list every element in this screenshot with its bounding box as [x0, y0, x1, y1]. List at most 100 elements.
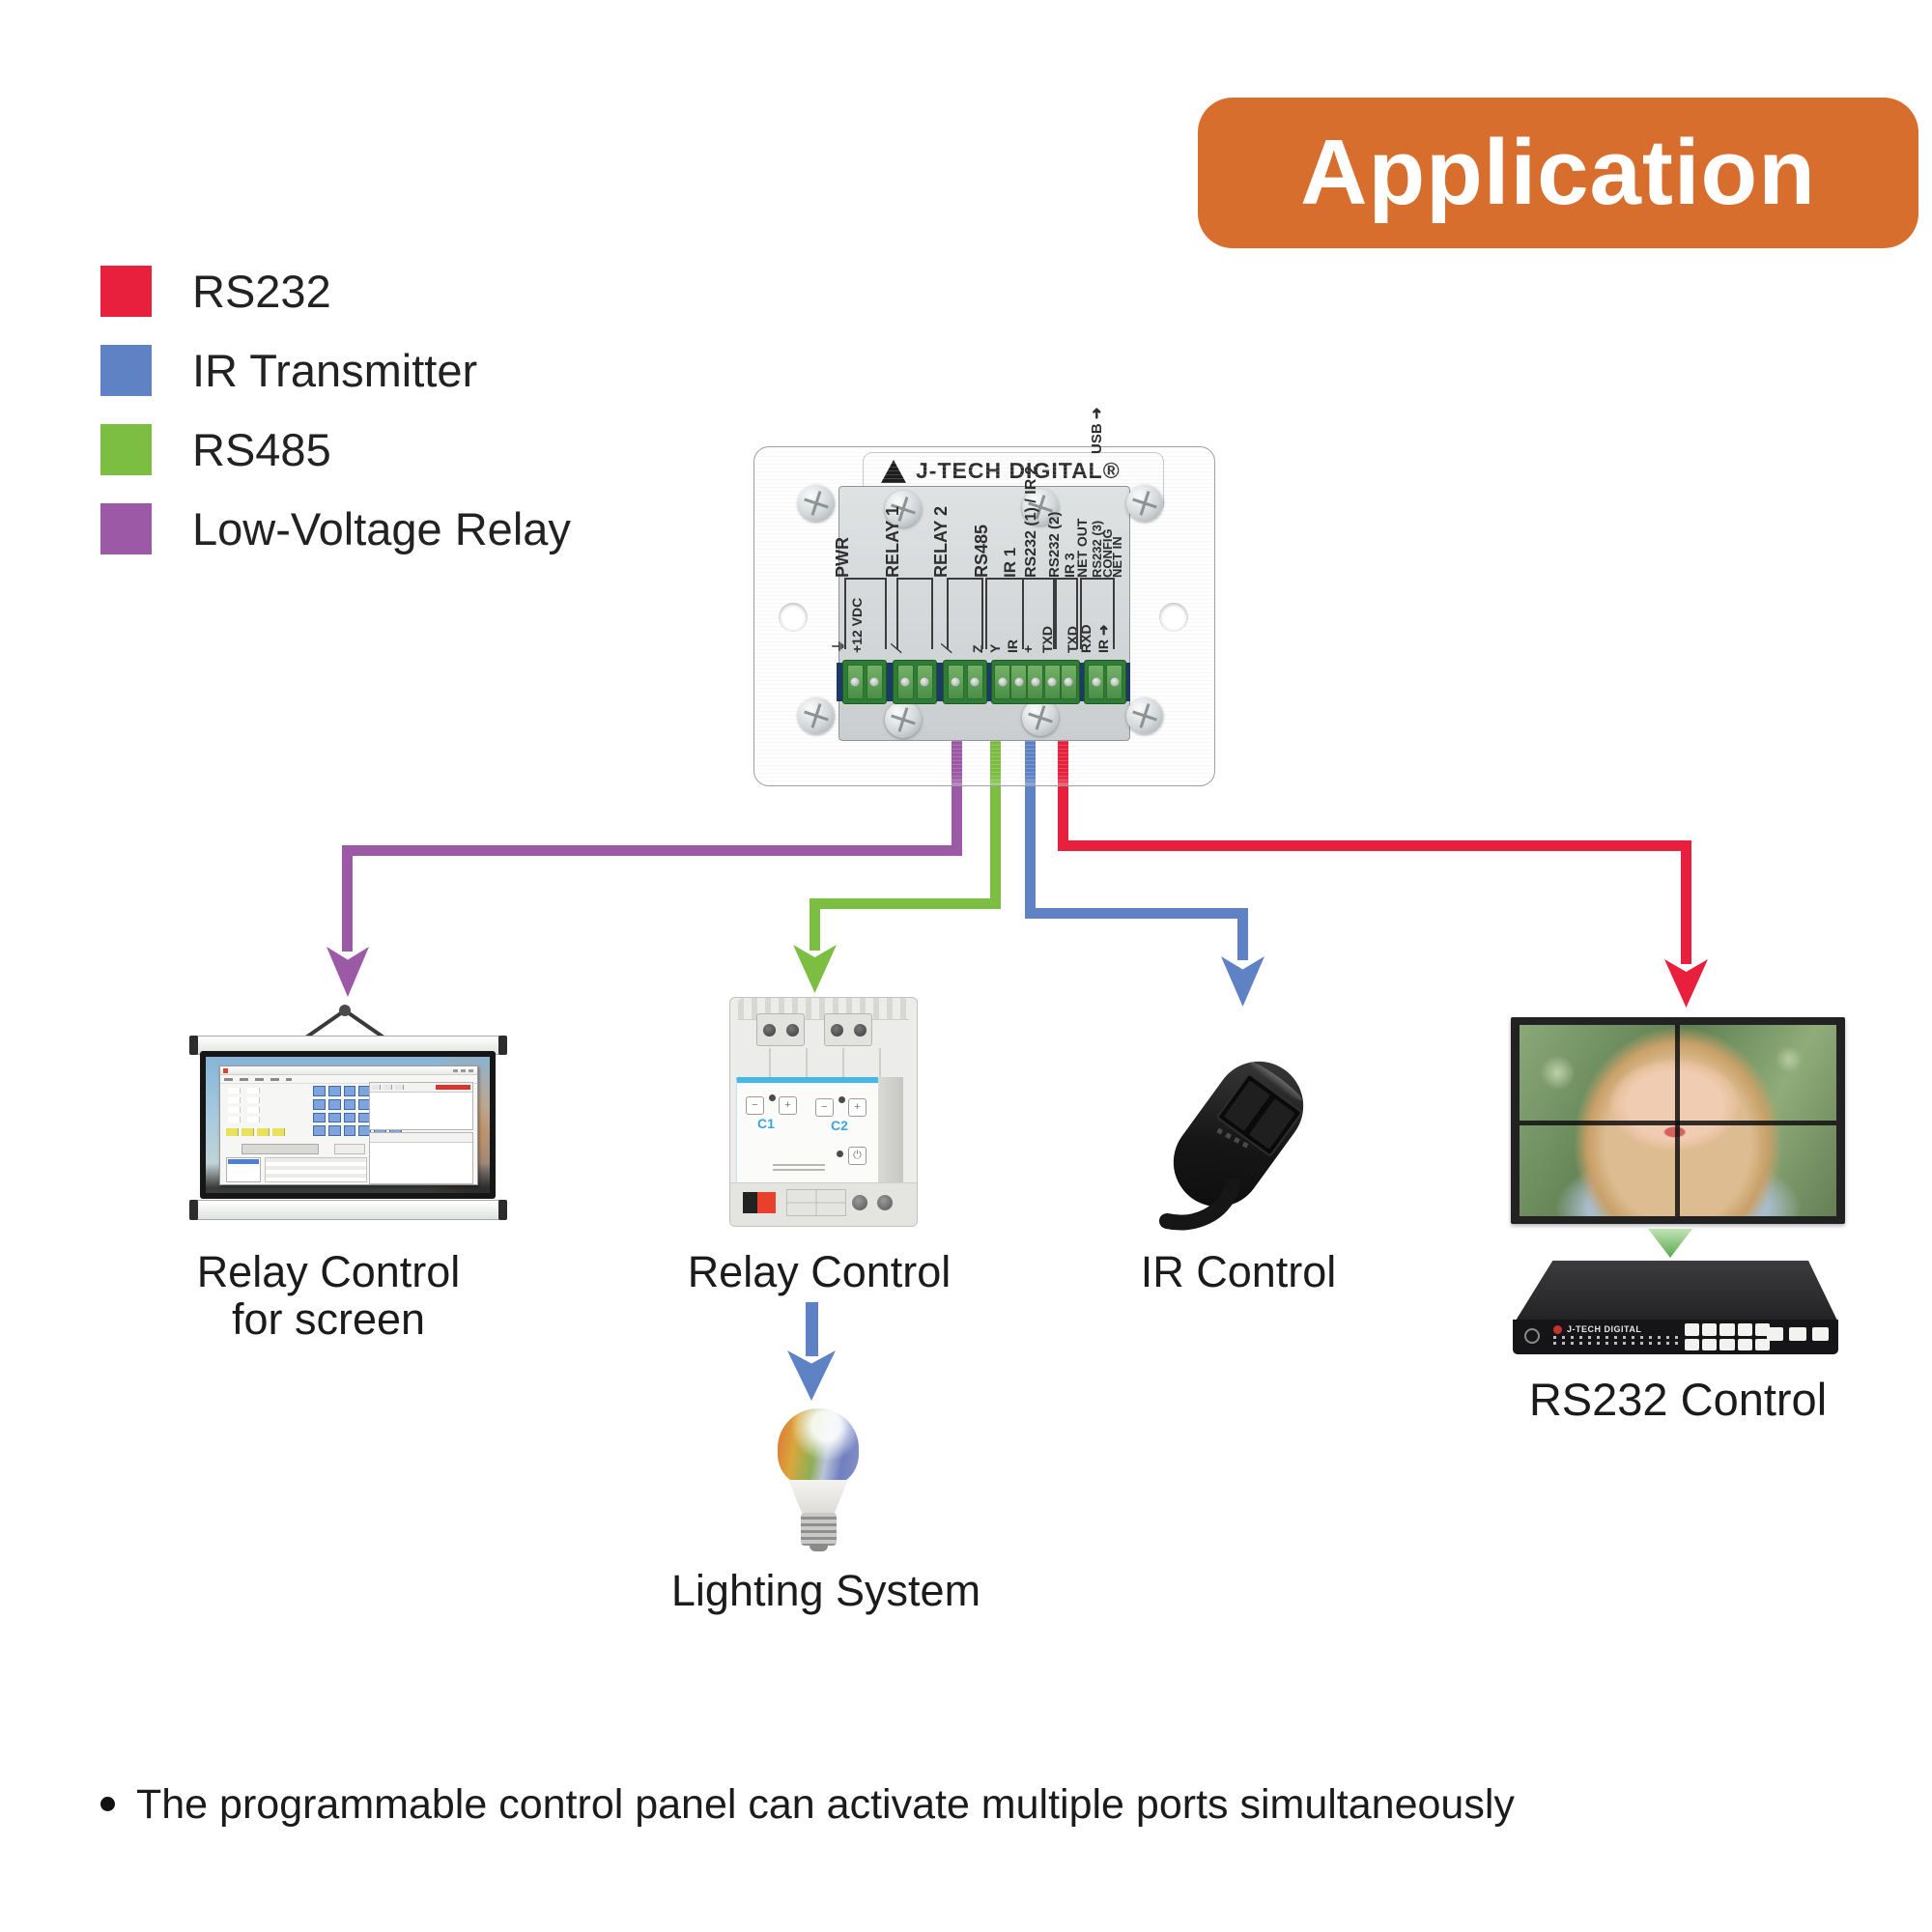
legend-swatch-icon [100, 265, 152, 317]
switch-button [1685, 1323, 1700, 1336]
relay-wire [952, 681, 962, 856]
mini-button [313, 1086, 326, 1096]
ir-arrowhead-icon [1221, 956, 1264, 1007]
screw-icon [885, 491, 922, 527]
terminal-pin [866, 665, 883, 699]
port-bracket [985, 578, 1024, 649]
legend-item: IR Transmitter [100, 344, 571, 396]
terminal-pin [994, 665, 1011, 699]
projector-screen [200, 1051, 496, 1199]
yellow-buttons-row [226, 1128, 288, 1136]
switch-button [1811, 1327, 1829, 1341]
bulb-screw-base [801, 1513, 837, 1546]
matrix-switch: J-TECH DIGITAL [1513, 1320, 1838, 1354]
legend-label: RS232 [192, 265, 331, 317]
mini-button [313, 1125, 326, 1136]
terminal-pin [1060, 665, 1077, 699]
mini-button [343, 1098, 356, 1110]
mini-button [343, 1125, 356, 1136]
switch-button [1702, 1338, 1718, 1350]
label-relay-control: Relay Control [687, 1247, 952, 1296]
channel-1-label: C1 [757, 1116, 775, 1131]
window-menubar [220, 1075, 477, 1084]
mini-button [358, 1125, 372, 1136]
mini-button [327, 1086, 341, 1096]
mini-button [343, 1112, 356, 1123]
smart-bulb [778, 1408, 859, 1488]
din-side [878, 1077, 903, 1187]
switch-button [1702, 1323, 1718, 1336]
mounting-hole [779, 603, 808, 632]
terminal-pin [896, 665, 914, 699]
rs485-wire [810, 898, 1001, 909]
mini-button [327, 1098, 341, 1110]
port-header: PWR [833, 537, 852, 578]
mini-button [327, 1125, 341, 1136]
terminal-pin [966, 665, 983, 699]
mini-button [313, 1098, 326, 1110]
ir-wire [1025, 681, 1036, 919]
terminal-pin [846, 665, 864, 699]
mini-button [343, 1086, 356, 1096]
legend-item: RS485 [100, 423, 571, 475]
screw-icon [852, 1195, 867, 1210]
log-panel-2 [369, 1132, 473, 1184]
bus-connector [743, 1192, 776, 1213]
port-header: USB ➜ [1088, 407, 1105, 454]
application-banner: Application [1198, 98, 1918, 248]
legend-label: IR Transmitter [192, 344, 478, 396]
minus-button: − [815, 1098, 834, 1117]
port-bracket [1055, 578, 1078, 649]
switch-button [1719, 1323, 1735, 1336]
screw-icon [1126, 697, 1163, 734]
switch-button [1789, 1327, 1806, 1341]
plus-button: + [779, 1096, 797, 1115]
legend-item: Low-Voltage Relay [100, 502, 571, 554]
screw-icon [798, 485, 835, 522]
list-box [226, 1157, 261, 1182]
din-bottom-section [730, 1182, 917, 1226]
port-bracket [1080, 578, 1115, 649]
terminal-pin [947, 665, 964, 699]
terminal-pin [1088, 665, 1104, 699]
ir-cable [1159, 1179, 1240, 1231]
plus-button: + [848, 1098, 867, 1117]
port-header: RELAY 2 [931, 505, 951, 578]
din-slots [734, 1048, 913, 1077]
settings-form [265, 1157, 367, 1182]
rs485-arrowhead-icon [793, 945, 837, 993]
switch-button [1719, 1338, 1735, 1350]
din-terminal [824, 1013, 872, 1046]
channel-2-label: C2 [831, 1118, 848, 1133]
relay-arrowhead-icon [327, 947, 369, 997]
switch-button [1737, 1338, 1752, 1350]
rs232-wire [1058, 681, 1068, 851]
rs232-wire [1058, 840, 1691, 851]
terminal-pin [1027, 665, 1044, 699]
terminal-block [842, 660, 887, 704]
legend-swatch-icon [100, 502, 152, 554]
label-ir-control: IR Control [1140, 1247, 1337, 1296]
din-ratings-text [773, 1164, 825, 1172]
legend-item: RS232 [100, 265, 571, 317]
switch-button [1685, 1338, 1700, 1350]
port-bracket [1022, 578, 1055, 649]
panel-key-buttons [228, 1088, 267, 1124]
din-terminal [756, 1013, 805, 1046]
label-lighting-system: Lighting System [670, 1566, 981, 1615]
ir-wire [1025, 908, 1248, 919]
minus-button: − [746, 1096, 764, 1115]
screw-icon [1022, 699, 1059, 736]
relay-to-light-arrow [806, 1302, 818, 1356]
control-software-window [219, 1065, 478, 1185]
jtech-logo-icon [881, 460, 906, 483]
screw-icon [798, 697, 835, 734]
switch-button [1767, 1327, 1784, 1341]
relay-to-light-arrowhead-icon [787, 1350, 836, 1401]
brand-dot-icon [1553, 1324, 1562, 1334]
bulb-contact [810, 1544, 828, 1551]
terminal-pin [1043, 665, 1061, 699]
progress-bar [436, 1085, 470, 1090]
switch-output-buttons [1685, 1323, 1770, 1350]
